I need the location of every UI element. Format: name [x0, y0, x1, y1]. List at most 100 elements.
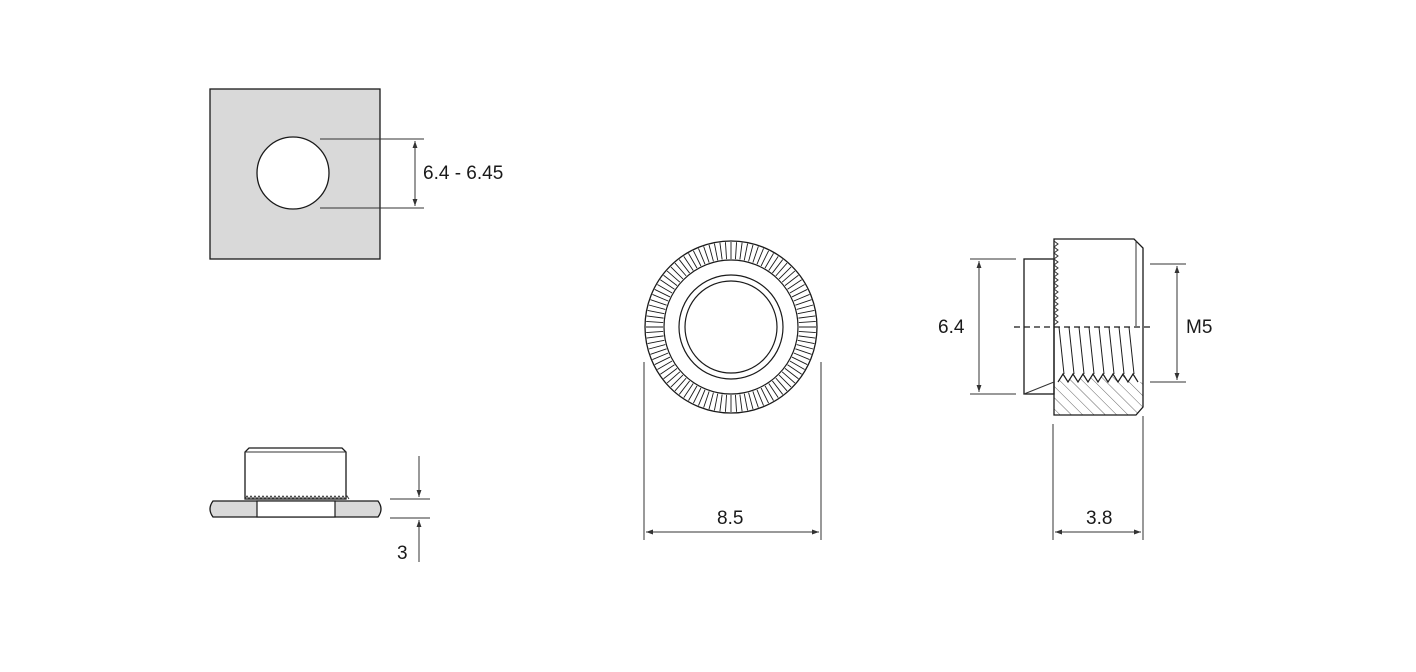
thread-line [1108, 326, 1115, 375]
knurl-tooth [647, 309, 665, 315]
knurl-tooth [674, 262, 687, 277]
knurl-tooth [646, 315, 664, 319]
knurl-tooth [674, 377, 687, 392]
knurl-edge [244, 495, 350, 500]
knurl-tooth [743, 243, 749, 261]
knurl-tooth [798, 331, 816, 334]
knurl-tooth [660, 279, 675, 290]
knurl-tooth [796, 304, 814, 310]
knurl-tooth [693, 250, 702, 267]
knurl-tooth [650, 299, 667, 306]
thread-line [1128, 326, 1135, 375]
knurl-tooth [784, 368, 799, 380]
knurl-tooth [663, 274, 678, 286]
knurl-tooth [778, 266, 792, 280]
knurl-tooth [678, 380, 690, 395]
knurl-tooth [798, 320, 816, 323]
knurl-tooth [688, 385, 698, 401]
knurl-tooth [772, 259, 784, 274]
knurl-tooth [798, 315, 816, 319]
thread-line [1098, 326, 1105, 375]
knurl-tooth [735, 242, 738, 260]
knurl-tooth [650, 348, 667, 355]
knurl-tooth [793, 294, 810, 302]
installed-side-view: 3 [209, 447, 430, 564]
knurl-tooth [657, 360, 673, 370]
knurl-tooth [791, 356, 808, 365]
knurl-tooth [698, 389, 706, 406]
knurl-tooth [795, 348, 812, 355]
section-view: 6.4 M5 3.8 [938, 238, 1212, 540]
height-dimension-label: 6.4 [938, 317, 965, 338]
knurl-tooth [708, 392, 714, 410]
knurl-tooth [657, 284, 673, 294]
knurl-tooth [789, 360, 805, 370]
knurl-tooth [670, 374, 684, 388]
knurl-tooth [708, 244, 714, 262]
knurl-tooth [752, 391, 759, 408]
head-circle [678, 274, 784, 380]
knurl-tooth [703, 246, 710, 263]
knurl-tooth [646, 331, 664, 334]
thread-line [1058, 326, 1065, 375]
knurl-tooth [798, 335, 816, 339]
knurl-tooth [683, 256, 694, 271]
knurl-tooth [764, 385, 774, 401]
knurl-tooth [760, 250, 769, 267]
length-dimension-label: 3.8 [1086, 508, 1112, 529]
knurl-tooth [719, 242, 723, 260]
knurl-tooth [683, 383, 694, 398]
knurl-tooth [778, 374, 792, 388]
knurl-tooth [768, 256, 779, 271]
knurl-tooth [648, 304, 666, 310]
top-view: 8.5 [643, 240, 822, 540]
knurl-tooth [756, 389, 764, 406]
thread-lines [1058, 326, 1135, 375]
thickness-dimension-label: 3 [397, 543, 408, 564]
knurl-tooth [688, 253, 698, 269]
thread-line [1068, 326, 1075, 375]
knurl-tooth [652, 294, 669, 302]
knurl-tooth [647, 339, 665, 345]
knurl-tooth [787, 279, 802, 290]
knurl-tooth [775, 377, 788, 392]
knurl-tooth [795, 299, 812, 306]
knurl-profile [1053, 240, 1059, 326]
knurl-tooth [646, 335, 664, 339]
knurl-tooth [663, 368, 678, 380]
knurl-tooth [791, 289, 808, 298]
thread-dimension-label: M5 [1186, 317, 1212, 338]
shank-chamfer [1023, 381, 1055, 395]
knurl-tooth [781, 270, 796, 283]
knurl-tooth [784, 274, 799, 286]
knurl-tooth [654, 356, 671, 365]
knurl-tooth [713, 243, 719, 261]
knurl-tooth [660, 364, 675, 375]
bore-circle [684, 280, 778, 374]
knurl-tooth [678, 259, 690, 274]
knurl-tooth [654, 289, 671, 298]
knurl-tooth [670, 266, 684, 280]
knurl-tooth [760, 387, 769, 404]
knurl-tooth [748, 244, 754, 262]
knurl-tooth [796, 344, 814, 350]
nut-shank-in-panel [256, 500, 336, 518]
knurl-tooth [735, 394, 738, 412]
knurl-tooth [666, 371, 681, 384]
thread-line [1078, 326, 1085, 375]
knurl-tooth [652, 352, 669, 360]
mounting-hole [256, 136, 330, 210]
thread-root-profile [1057, 372, 1139, 384]
knurl-tooth [781, 371, 796, 384]
knurl-tooth [768, 383, 779, 398]
knurl-tooth [719, 394, 723, 412]
knurl-tooth [703, 391, 710, 408]
knurl-tooth [743, 393, 749, 411]
knurl-tooth [787, 364, 802, 375]
hole-dimension-label: 6.4 - 6.45 [423, 163, 503, 184]
nut-body [244, 447, 347, 500]
knurl-tooth [797, 339, 815, 345]
knurl-tooth [739, 242, 743, 260]
knurl-tooth [739, 394, 743, 412]
